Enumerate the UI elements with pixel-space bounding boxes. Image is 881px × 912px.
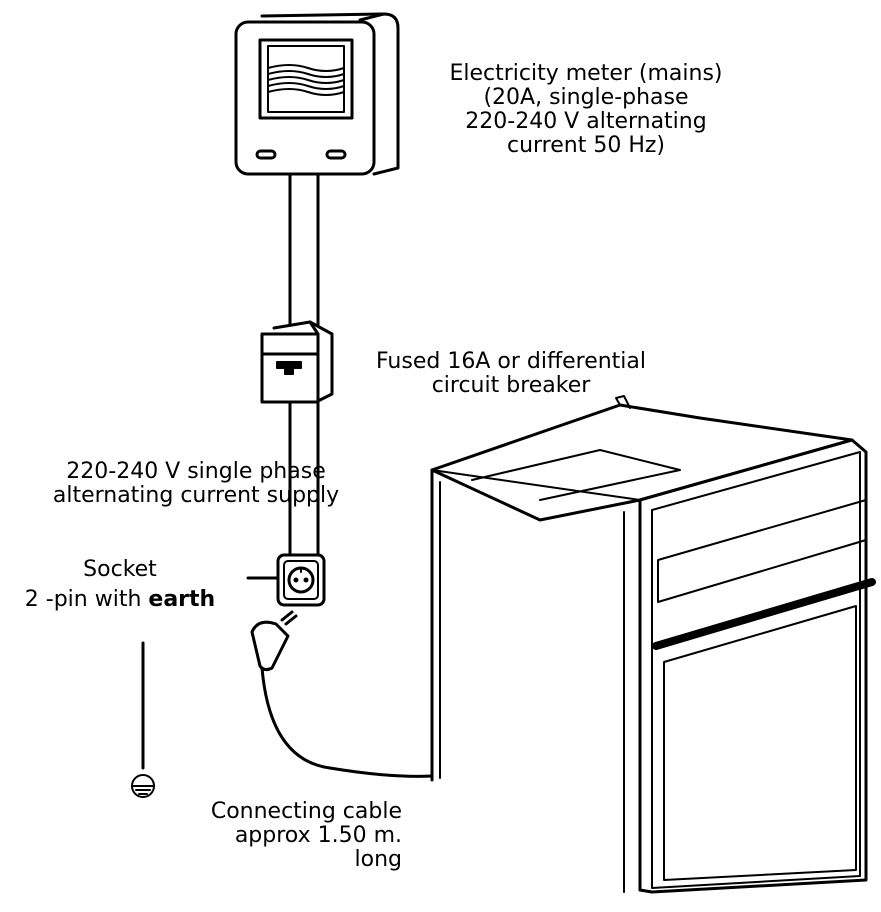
plug-icon [250, 610, 298, 672]
cable-label: Connecting cable approx 1.50 m. long [150, 800, 402, 872]
electricity-meter-icon [234, 12, 400, 176]
socket-label-line2: 2 -pin with earth [0, 585, 240, 615]
breaker-label: Fused 16A or differential circuit breake… [356, 350, 666, 398]
circuit-breaker-icon [260, 320, 334, 404]
cable-label-line2: approx 1.50 m. [234, 823, 402, 848]
meter-label-line3: 220-240 V alternating [465, 109, 707, 134]
socket-label-line1: Socket [83, 557, 157, 582]
meter-label: Electricity meter (mains) (20A, single-p… [436, 62, 736, 158]
meter-label-line4: current 50 Hz) [506, 133, 666, 158]
wall-socket-icon [246, 553, 326, 607]
cable-label-line1: Connecting cable [210, 799, 402, 824]
earth-ground-icon [131, 641, 155, 798]
supply-cable [288, 170, 320, 557]
meter-label-line1: Electricity meter (mains) [449, 61, 723, 86]
connecting-cable [260, 666, 434, 778]
supply-label-line1: 220-240 V single phase [66, 459, 326, 484]
supply-label: 220-240 V single phase alternating curre… [36, 460, 356, 508]
socket-label: Socket 2 -pin with earth [0, 555, 240, 615]
breaker-label-line2: circuit breaker [431, 373, 591, 398]
cable-label-line3: long [354, 847, 402, 872]
socket-label-prefix: 2 -pin with [24, 587, 149, 612]
socket-label-earth: earth [148, 587, 216, 612]
breaker-label-line1: Fused 16A or differential [375, 349, 647, 374]
meter-label-line2: (20A, single-phase [483, 85, 689, 110]
oven-appliance-icon [430, 395, 876, 894]
supply-label-line2: alternating current supply [52, 483, 340, 508]
